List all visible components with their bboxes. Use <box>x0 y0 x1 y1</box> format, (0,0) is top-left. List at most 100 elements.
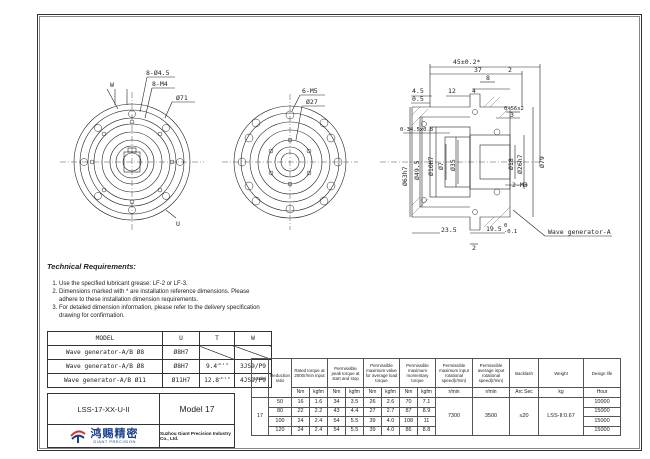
spec-cell: 1.6 <box>309 397 328 408</box>
spec-cell: 2.7 <box>381 406 400 417</box>
company-full-name: Suzhou Giant Precision Industry Co., Ltd… <box>160 431 231 441</box>
spec-cell: 7.1 <box>417 397 436 408</box>
svg-text:Ø18: Ø18 <box>507 158 515 170</box>
svg-text:12: 12 <box>448 87 456 95</box>
spec-model: 17 <box>251 397 269 436</box>
model-name: Model 17 <box>179 404 215 414</box>
dim-w: W <box>110 81 114 89</box>
svg-text:4: 4 <box>472 87 476 95</box>
model-cell: Wave generator-A/B Ø11 <box>47 373 163 388</box>
spec-cell: 86 <box>399 425 418 436</box>
spec-cell: 39 <box>363 425 382 436</box>
drawing-border <box>37 14 642 451</box>
spec-unit: kgfm <box>345 387 364 398</box>
svg-text:2: 2 <box>472 244 476 252</box>
part-number: LSS-17-XX-U-II <box>77 404 130 414</box>
spec-cell: 8.9 <box>417 406 436 417</box>
spec-header: Permissible average input rotational spe… <box>472 358 510 388</box>
dim-dia-middle: Ø27 <box>306 98 318 106</box>
spec-unit: Hour <box>583 387 621 398</box>
spec-unit: kgfm <box>381 387 400 398</box>
svg-text:-0.1: -0.1 <box>504 229 517 235</box>
spec-unit: r/min <box>472 387 510 398</box>
drawing-inner-border <box>39 16 640 449</box>
spec-cell: 2.6 <box>381 397 400 408</box>
spec-cell: 15000 <box>583 406 621 417</box>
spec-cell: 54 <box>327 425 346 436</box>
spec-cell: 2.4 <box>309 416 328 427</box>
spec-cell: 5.5 <box>345 425 364 436</box>
spec-header: Model <box>251 358 269 398</box>
svg-text:0-56x2: 0-56x2 <box>504 106 524 112</box>
model-header: MODEL <box>47 331 163 346</box>
spec-cell: 3.5 <box>345 397 364 408</box>
spec-unit: Nm <box>327 387 346 398</box>
spec-header: Reduction ratio <box>268 358 292 398</box>
svg-text:Ø35: Ø35 <box>449 159 457 171</box>
spec-backlash: ≤20 <box>509 397 539 436</box>
svg-text:2-M3: 2-M3 <box>512 181 528 189</box>
part-number-cell: LSS-17-XX-U-II <box>47 393 160 425</box>
company-name-zh: 鸿赐精密 <box>90 426 139 440</box>
technical-item: Dimensions marked with * are installatio… <box>59 289 262 304</box>
spec-cell: 70 <box>399 397 418 408</box>
spec-cell: 100 <box>268 416 292 427</box>
svg-text:8: 8 <box>486 74 490 82</box>
svg-text:19.5: 19.5 <box>486 225 502 233</box>
spec-header: Permissible maximum value for average lo… <box>363 358 400 388</box>
logo-cell: 鸿赐精密 GIANT PRECISION <box>47 424 160 448</box>
svg-text:0-34.5x0.8: 0-34.5x0.8 <box>400 127 433 133</box>
spec-header: Backlash <box>509 358 539 388</box>
spec-header: Design life <box>583 358 621 388</box>
spec-cell: 22 <box>291 406 310 417</box>
svg-text:2: 2 <box>508 66 512 74</box>
spec-unit: Nm <box>363 387 382 398</box>
spec-cell: 43 <box>327 406 346 417</box>
model-cell: Ø11H7 <box>162 373 200 388</box>
dim-overall-length: 45±0.2* <box>453 58 480 66</box>
front-view-middle <box>222 94 358 230</box>
model-cell: Wave generator-A/B Ø8 <box>47 345 163 360</box>
dim-pcd: Ø71 <box>176 94 188 102</box>
svg-text:Ø63h7: Ø63h7 <box>401 166 409 186</box>
svg-text:Ø26h7: Ø26h7 <box>516 154 524 174</box>
svg-text:23.5: 23.5 <box>441 226 457 234</box>
spec-cell: 26 <box>363 397 382 408</box>
spec-cell: 11 <box>417 416 436 427</box>
model-cell: 9.4+0.1 0 <box>199 359 235 374</box>
spec-cell: 15000 <box>583 425 621 436</box>
svg-text:4.5: 4.5 <box>412 87 424 95</box>
svg-text:Ø10H7: Ø10H7 <box>427 156 435 176</box>
technical-list: Use the specified lubricant grease: LF-2… <box>47 281 262 320</box>
model-header: T <box>199 331 235 346</box>
svg-text:37: 37 <box>474 66 482 74</box>
spec-header: Permissible maximum input rotational spe… <box>435 358 473 388</box>
spec-unit: r/min <box>435 387 473 398</box>
spec-cell: 120 <box>268 425 292 436</box>
spec-cell: 16 <box>291 397 310 408</box>
model-header: U <box>162 331 200 346</box>
spec-cell: 39 <box>363 416 382 427</box>
spec-cell: 87 <box>399 406 418 417</box>
spec-unit: kg <box>538 387 584 398</box>
table-row: 80 22 2.2 43 4.4 27 2.7 87 8.9 15000 <box>252 406 621 417</box>
company-cell: Suzhou Giant Precision Industry Co., Ltd… <box>159 424 235 448</box>
spec-unit: Nm <box>399 387 418 398</box>
spec-unit: kgfm <box>309 387 328 398</box>
model-cell: Model 17 <box>159 393 235 425</box>
spec-cell: 4.0 <box>381 416 400 427</box>
spec-header: Permissible maximum momentary torque <box>399 358 436 388</box>
spec-cell: 108 <box>399 416 418 427</box>
spec-cell: 27 <box>363 406 382 417</box>
spec-header: Weight <box>538 358 584 388</box>
technical-item: For detailed dimension information, plea… <box>59 305 262 320</box>
spec-cell: 4.0 <box>381 425 400 436</box>
model-cell: Wave generator-A/B Ø8 <box>47 359 163 374</box>
spec-cell: 4.4 <box>345 406 364 417</box>
model-cell: Ø8H7 <box>162 345 200 360</box>
table-row: 17 50 16 1.6 34 3.5 26 2.6 70 7.1 7300 3… <box>251 397 621 436</box>
model-table: MODEL U T W Wave generator-A/B Ø8 Ø8H7 W… <box>47 331 272 388</box>
spec-cell: 54 <box>327 416 346 427</box>
spec-cell: 80 <box>268 406 292 417</box>
